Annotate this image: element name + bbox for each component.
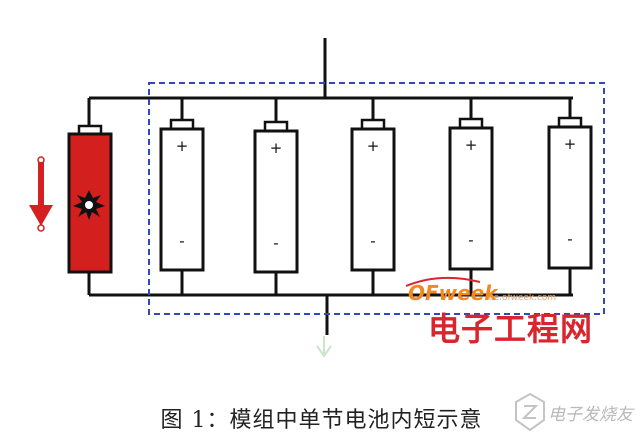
current-arrow-icon: [29, 156, 53, 232]
ofweek-url: ee.ofweek.com: [488, 293, 556, 303]
ofweek-logo: OFweek: [408, 281, 499, 305]
ofweek-watermark: OFweek ee.ofweek.com 电子工程网: [405, 276, 593, 348]
burst-icon: [73, 190, 105, 220]
positive-terminal-label: +: [564, 135, 577, 153]
normal-cell: + -: [159, 98, 205, 295]
normal-cell: + -: [547, 98, 593, 295]
negative-terminal-label: -: [370, 232, 375, 250]
normal-cell: + -: [350, 98, 396, 295]
negative-terminal-label: -: [567, 230, 572, 248]
negative-terminal-label: -: [179, 232, 184, 250]
negative-terminal-label: -: [468, 231, 473, 249]
site-name: 电子工程网: [428, 310, 593, 348]
battery-module-diagram: + - + - + - + - + - OFweek ee.of: [29, 38, 605, 358]
positive-terminal-label: +: [465, 136, 478, 154]
normal-cells-dashed-box: [148, 82, 605, 315]
watermark-logo-icon: [515, 392, 545, 432]
corner-watermark-text: 电子发烧友: [548, 405, 633, 425]
negative-terminal-label: -: [273, 234, 278, 252]
normal-cell: + -: [253, 98, 299, 295]
ground-arrow-icon: [316, 336, 332, 358]
positive-terminal-label: +: [367, 137, 380, 155]
corner-watermark: 电子发烧友: [510, 386, 640, 442]
figure-caption: 图 1：模组中单节电池内短示意: [160, 408, 483, 433]
positive-terminal-label: +: [176, 137, 189, 155]
ofweek-swoosh: [405, 276, 481, 287]
normal-cell: + -: [448, 98, 494, 295]
positive-terminal-label: +: [270, 139, 283, 157]
